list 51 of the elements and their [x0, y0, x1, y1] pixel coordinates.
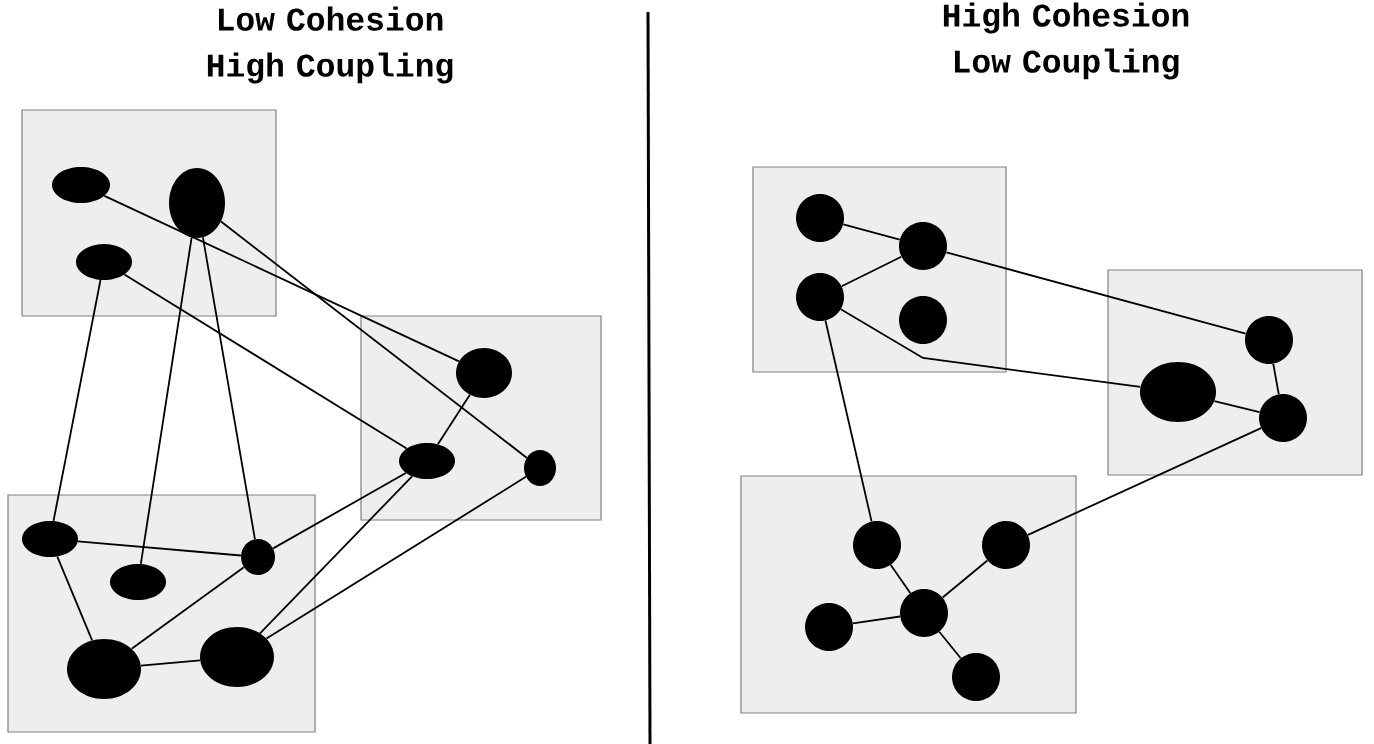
connector-line	[139, 236, 193, 565]
element-dot	[110, 564, 166, 600]
connector-line	[259, 475, 413, 635]
element-dot	[796, 273, 844, 321]
element-dot	[796, 194, 844, 242]
connector-line	[220, 220, 528, 459]
element-dot	[76, 244, 132, 280]
connector-line	[1213, 400, 1261, 414]
element-dot	[805, 603, 853, 651]
connector-line	[889, 564, 912, 594]
element-dot	[399, 443, 455, 479]
element-dot	[456, 348, 512, 398]
connector-line	[824, 319, 873, 523]
connector-line	[140, 659, 201, 667]
connector-line	[840, 255, 903, 288]
element-dot	[241, 539, 275, 575]
element-dot	[982, 521, 1030, 569]
connector-line	[202, 236, 256, 540]
element-dot	[67, 639, 141, 699]
element-dot	[200, 627, 274, 687]
connector-line	[1272, 362, 1280, 396]
heading: Low Cohesion High Coupling	[207, 6, 453, 84]
connector-line	[272, 472, 407, 550]
element-dot	[952, 653, 1000, 701]
connector-line	[938, 630, 962, 660]
element-dot	[1245, 316, 1293, 364]
connector-line	[945, 251, 1247, 335]
connector-line	[265, 475, 527, 640]
connector-line	[77, 540, 242, 557]
element-dot	[853, 521, 901, 569]
element-dot	[1140, 362, 1216, 422]
heading: High Cohesion Low Coupling	[943, 2, 1189, 80]
connector-line	[941, 559, 989, 599]
element-dot	[169, 168, 225, 238]
element-dot	[22, 521, 78, 557]
element-dot	[900, 589, 948, 637]
element-dot	[1259, 394, 1307, 442]
connector-line	[852, 615, 901, 625]
element-dot	[899, 296, 947, 344]
element-dot	[899, 222, 947, 270]
connector-line	[130, 566, 245, 650]
connector-line	[123, 273, 408, 450]
connector-line	[437, 393, 471, 446]
element-dot	[524, 450, 556, 486]
element-dot	[52, 167, 110, 203]
connector-line	[1027, 427, 1262, 536]
connector-line	[52, 279, 102, 522]
connector-line	[103, 195, 460, 363]
connector-line	[842, 223, 901, 241]
connector-line	[56, 555, 94, 642]
connector-line	[839, 308, 1142, 388]
